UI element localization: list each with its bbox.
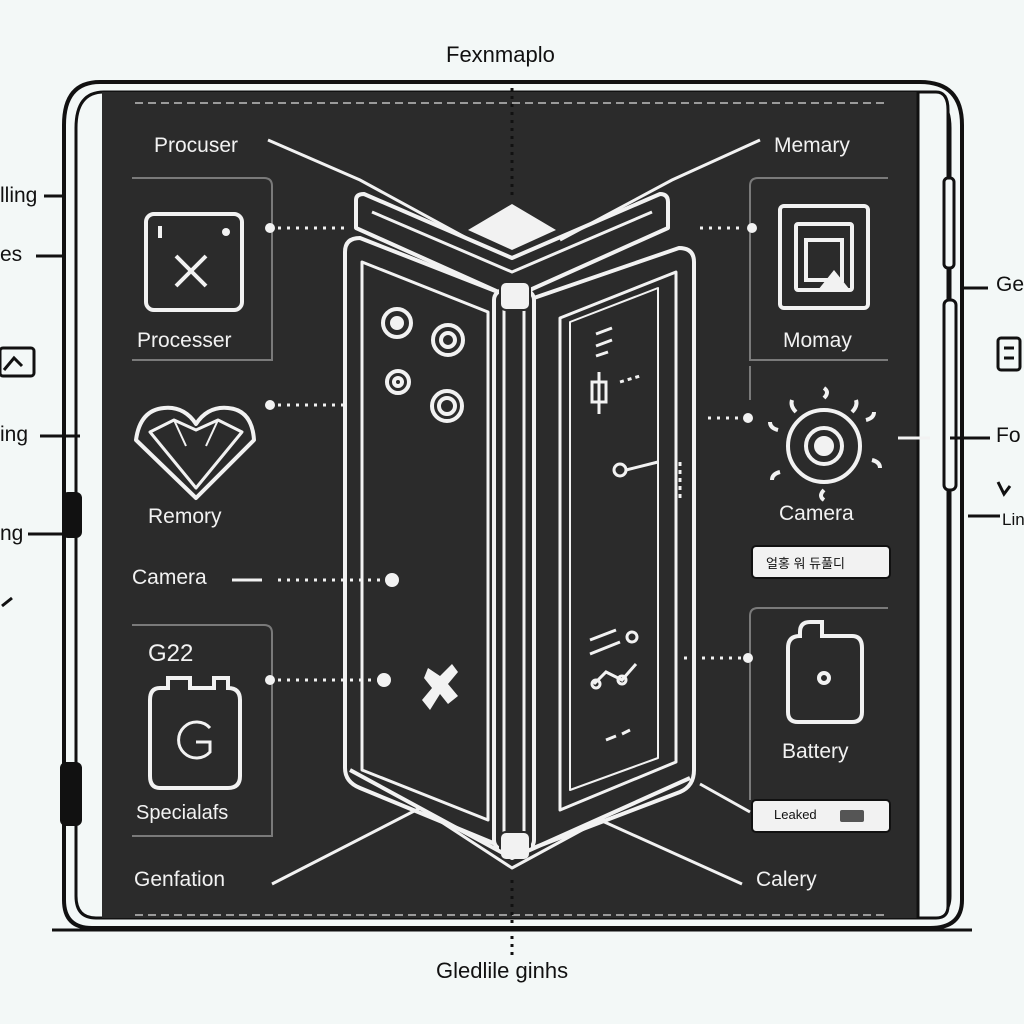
edge-label-right-1: Ge <box>996 273 1024 296</box>
folded-phone <box>343 192 696 870</box>
left-side-button <box>62 492 82 538</box>
callout-bottom-left: Genfation <box>134 868 226 891</box>
leaked-badge <box>751 799 891 833</box>
leaked-badge-text: Leaked <box>774 807 817 822</box>
right-panel-details <box>589 326 682 742</box>
memory-module-icon <box>778 204 870 310</box>
camera-lens-cluster <box>381 307 465 423</box>
edge-label-left-4: ng <box>0 522 24 545</box>
callout-camera-left: Camera <box>132 566 207 589</box>
memory-left-card-label: Remory <box>148 505 222 528</box>
status-badge <box>751 545 891 579</box>
callout-line-bottom-right <box>599 818 743 886</box>
processor-card-label: Processer <box>137 329 232 352</box>
memory-right-card-label: Momay <box>783 329 852 352</box>
left-side-button-lower <box>60 762 82 826</box>
specials-card <box>132 624 273 837</box>
callout-line-top-left <box>267 138 471 242</box>
edge-label-left-3: ing <box>0 423 29 446</box>
callout-line-top-right <box>559 138 761 242</box>
diagram-footer: Gledlile ginhs <box>436 958 569 983</box>
edge-icons <box>0 336 1022 608</box>
special-card-label: Specialafs <box>136 802 229 824</box>
camera-lens-icon <box>768 386 882 502</box>
battery-card-label: Battery <box>782 740 849 763</box>
camera-right-card-label: Camera <box>779 502 854 525</box>
chip-x-icon <box>144 212 244 312</box>
battery-card <box>749 607 888 800</box>
battery-icon <box>786 620 864 724</box>
callout-line-leaked <box>699 782 751 814</box>
memory-card-right <box>749 177 888 361</box>
battery-g-icon <box>148 676 242 790</box>
special-card-number: G22 <box>148 640 194 667</box>
brand-mark-icon <box>422 664 458 710</box>
callout-bottom-right: Calery <box>756 868 817 891</box>
right-side-strip <box>916 90 958 920</box>
diagram-title: Fexnmaplo <box>446 42 555 67</box>
edge-label-left-2: es <box>0 243 23 266</box>
callout-top-left: Procuser <box>154 134 239 157</box>
callout-top-right: Memary <box>774 134 850 157</box>
edge-label-right-2: Fo <box>996 424 1021 447</box>
pencil-small-icon <box>996 481 1012 497</box>
edge-label-right-3: Lin <box>1002 510 1024 529</box>
status-badge-text: 얼홍 워 듀풀디 <box>766 556 845 571</box>
camera-small-icon <box>0 346 36 378</box>
edge-label-left-1: lling <box>0 184 38 207</box>
callout-line-bottom-left <box>271 806 421 886</box>
diamond-heart-icon <box>134 405 256 500</box>
processor-card <box>132 177 273 361</box>
device-small-icon <box>996 336 1022 372</box>
